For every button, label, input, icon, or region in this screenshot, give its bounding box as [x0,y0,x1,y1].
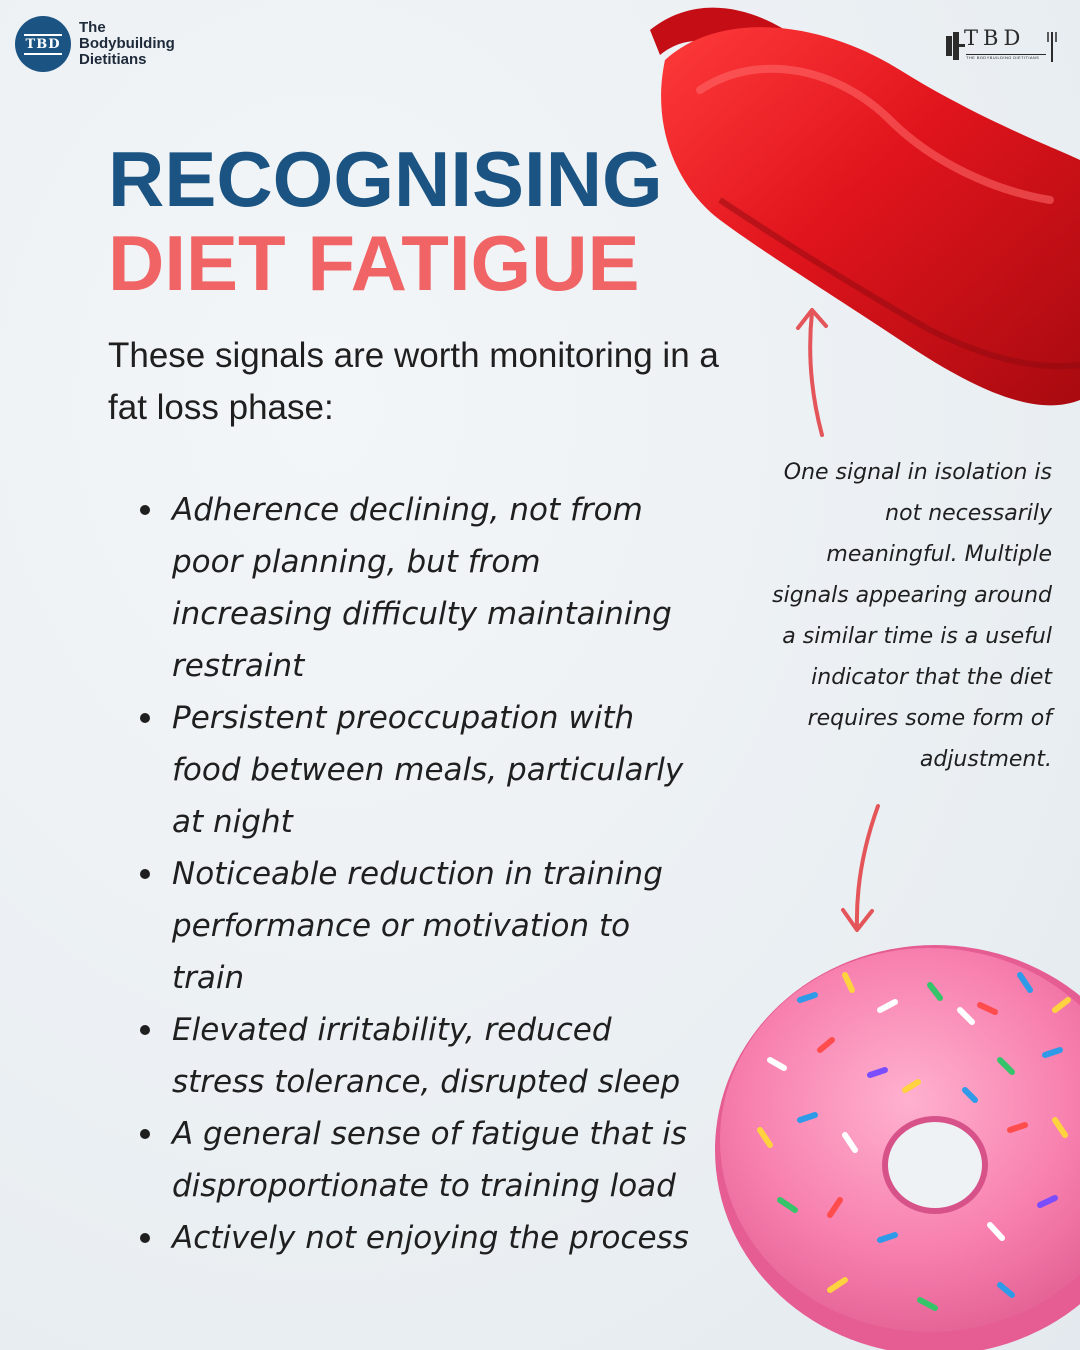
logo-letters: TBD [964,26,1026,50]
list-item: A general sense of fatigue that is dispr… [140,1108,700,1212]
barbell-fork-icon [946,32,1057,62]
side-note: One signal in isolation is not necessari… [772,460,1052,772]
signals-list: Adherence declining, not from poor plann… [140,484,700,1264]
list-item-text: A general sense of fatigue that is dispr… [172,1116,687,1204]
arrow-down-icon [841,804,880,932]
intro-text: These signals are worth monitoring in a … [108,336,719,427]
list-item: Elevated irritability, reduced stress to… [140,1004,700,1108]
bullet-dot-icon [140,505,150,515]
brand-logo-badge: TBD [15,16,71,72]
list-item: Adherence declining, not from poor plann… [140,484,700,692]
brand-name-line-3: Dietitians [79,51,147,68]
brand-lockup: TBD The Bodybuilding Dietitians [15,16,189,72]
bullet-dot-icon [140,869,150,879]
arrow-up-icon [796,308,828,437]
list-item-text: Noticeable reduction in training perform… [172,856,663,996]
brand-name-line-2: Bodybuilding [79,35,175,52]
list-item: Actively not enjoying the process [140,1212,700,1264]
list-item-text: Actively not enjoying the process [172,1220,689,1256]
brand-name-line-1: The [79,19,106,36]
logo-subline: THE BODYBUILDING DIETITIANS [966,54,1046,60]
bullet-dot-icon [140,713,150,723]
title-line-2: DIET FATIGUE [108,219,640,307]
list-item-text: Elevated irritability, reduced stress to… [172,1012,681,1100]
pink-sprinkled-donut-image [715,945,1080,1350]
brand-logo-top-right: TBD THE BODYBUILDING DIETITIANS [944,26,1060,66]
brand-badge-text: TBD [23,33,63,55]
list-item-text: Persistent preoccupation with food betwe… [172,700,684,840]
list-item: Noticeable reduction in training perform… [140,848,700,1004]
sleep-mask-image [650,7,1080,406]
list-item-text: Adherence declining, not from poor plann… [172,492,672,684]
bullet-dot-icon [140,1025,150,1035]
bullet-dot-icon [140,1233,150,1243]
title-line-1: RECOGNISING [108,135,663,223]
brand-name: The Bodybuilding Dietitians [79,20,189,68]
page-title: RECOGNISING DIET FATIGUE [108,140,663,302]
bullet-dot-icon [140,1129,150,1139]
list-item: Persistent preoccupation with food betwe… [140,692,700,848]
